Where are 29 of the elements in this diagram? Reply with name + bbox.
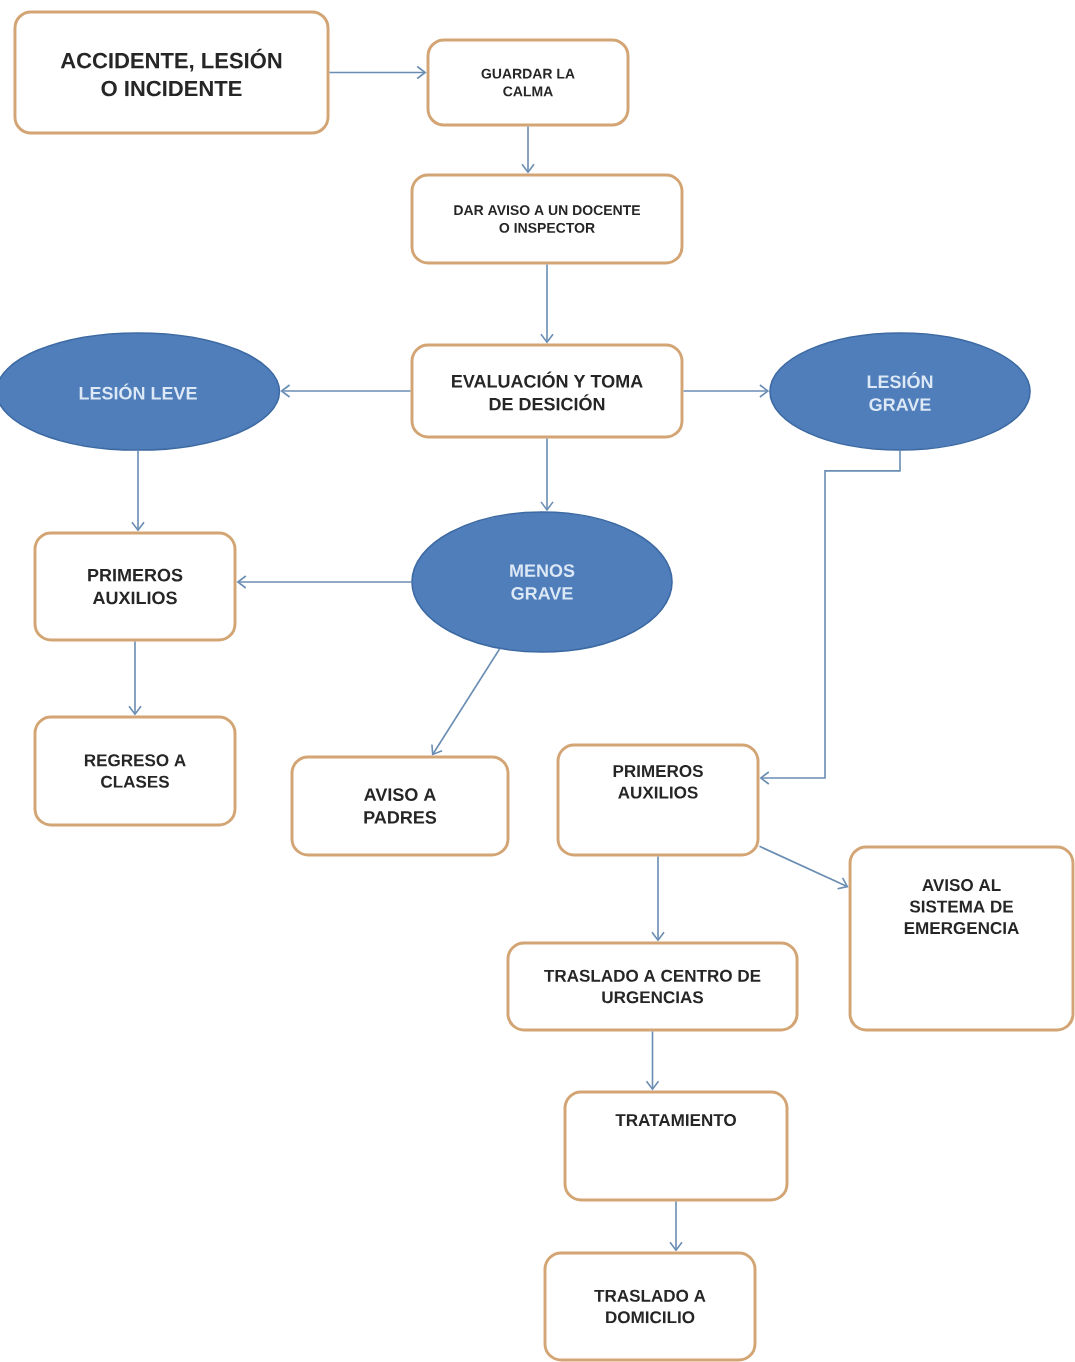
arrow [431, 648, 501, 756]
process-box: TRASLADO A DOMICILIO [543, 1251, 757, 1362]
process-box: PRIMEROS AUXILIOS [556, 743, 760, 857]
arrow [236, 575, 412, 589]
arrow [651, 855, 665, 942]
process-box: EVALUACIÓN Y TOMA DE DESICIÓN [410, 343, 684, 439]
arrow [758, 845, 849, 890]
arrow [669, 1200, 683, 1252]
process-box: GUARDAR LA CALMA [426, 38, 630, 127]
arrow [280, 384, 412, 398]
arrow [540, 437, 554, 512]
process-box: TRATAMIENTO [563, 1090, 789, 1202]
arrow [128, 640, 142, 716]
arrow [682, 384, 770, 398]
arrow [328, 65, 427, 80]
process-box: PRIMEROS AUXILIOS [33, 531, 237, 642]
process-box: AVISO A PADRES [290, 755, 510, 857]
arrow [759, 450, 901, 785]
process-box: DAR AVISO A UN DOCENTE O INSPECTOR [410, 173, 684, 265]
process-box: AVISO AL SISTEMA DE EMERGENCIA [848, 845, 1075, 1032]
process-box: REGRESO A CLASES [33, 715, 237, 827]
process-box: ACCIDENTE, LESIÓN O INCIDENTE [13, 10, 330, 135]
oval-node: LESIÓN GRAVE [769, 332, 1031, 451]
arrow [131, 450, 145, 532]
arrow [540, 263, 554, 344]
oval-node: MENOS GRAVE [411, 511, 673, 653]
arrow [645, 1030, 660, 1091]
arrow [521, 125, 535, 174]
process-box: TRASLADO A CENTRO DE URGENCIAS [506, 941, 799, 1032]
